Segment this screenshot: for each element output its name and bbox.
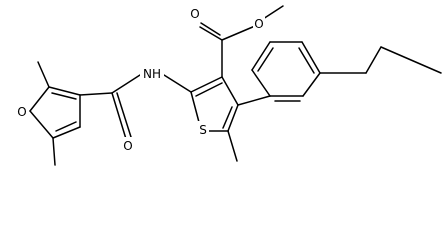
thiophene-bond-c3-c4	[221, 76, 239, 106]
amide-bond-nh-thiophene	[163, 74, 192, 93]
thiophene-sulfur-label-bg	[197, 121, 209, 137]
amide-bond-ring-carbonyl	[79, 92, 113, 96]
amide-bond-co-1	[111, 92, 127, 140]
furan-bond-o-c5	[29, 86, 50, 112]
furan-methyl-top	[37, 61, 50, 88]
benzene-bond-5-inner	[257, 47, 274, 72]
furan-bond-c3-c2-inner	[55, 121, 77, 132]
thiophene-bond-c2-c3-inner	[195, 82, 223, 97]
ester-carbonyl-oxygen-label-bg	[189, 5, 201, 21]
benzene-bond-3-inner	[298, 47, 315, 74]
furan-methyl-bottom	[52, 137, 56, 166]
thiophene-bond-c2-c3	[190, 76, 223, 93]
thiophene-bond-s-c2	[190, 91, 201, 127]
benzene-bond-6	[251, 69, 271, 97]
benzene-bond-5	[251, 41, 271, 71]
molecule-structure: O O NH O O S	[16, 5, 442, 166]
thiophene-bond-c4-c5-inner	[222, 106, 233, 129]
ester-bond-co-2	[200, 22, 221, 36]
thiophene-sulfur-label: S	[199, 123, 207, 137]
aryl-bond-thiophene-benzene	[237, 95, 271, 106]
ester-bond-co-1	[199, 26, 223, 41]
amide-bond-co-2	[116, 92, 132, 138]
benzene-bond-2	[302, 72, 321, 97]
amide-nh-label: NH	[143, 67, 161, 81]
ethyl-bond-2	[365, 46, 382, 74]
amide-nh-label-bg	[140, 65, 164, 81]
amide-bond-carbonyl-nh	[111, 74, 141, 94]
ester-bond-carbonyl-o	[221, 25, 256, 41]
ester-ether-oxygen-label: O	[254, 17, 263, 31]
furan-oxygen-label-bg	[16, 103, 28, 119]
ester-carbonyl-oxygen-label: O	[190, 7, 199, 21]
furan-oxygen-label: O	[17, 105, 26, 119]
furan-bond-c2-o	[29, 110, 54, 139]
thiophene-methyl	[227, 130, 238, 162]
amide-oxygen-label-bg	[122, 137, 134, 153]
ethyl-bond-3	[380, 46, 442, 74]
ester-ether-oxygen-label-bg	[253, 15, 265, 31]
furan-bond-c5-c4	[48, 86, 81, 96]
thiophene-bond-c4-c5	[227, 104, 239, 132]
benzene-bond-3	[301, 41, 321, 74]
furan-bond-c3-c2	[52, 126, 81, 139]
furan-bond-c5-c4-inner	[51, 92, 77, 100]
amide-oxygen-label: O	[123, 139, 132, 153]
ester-bond-o-methyl	[262, 5, 284, 20]
